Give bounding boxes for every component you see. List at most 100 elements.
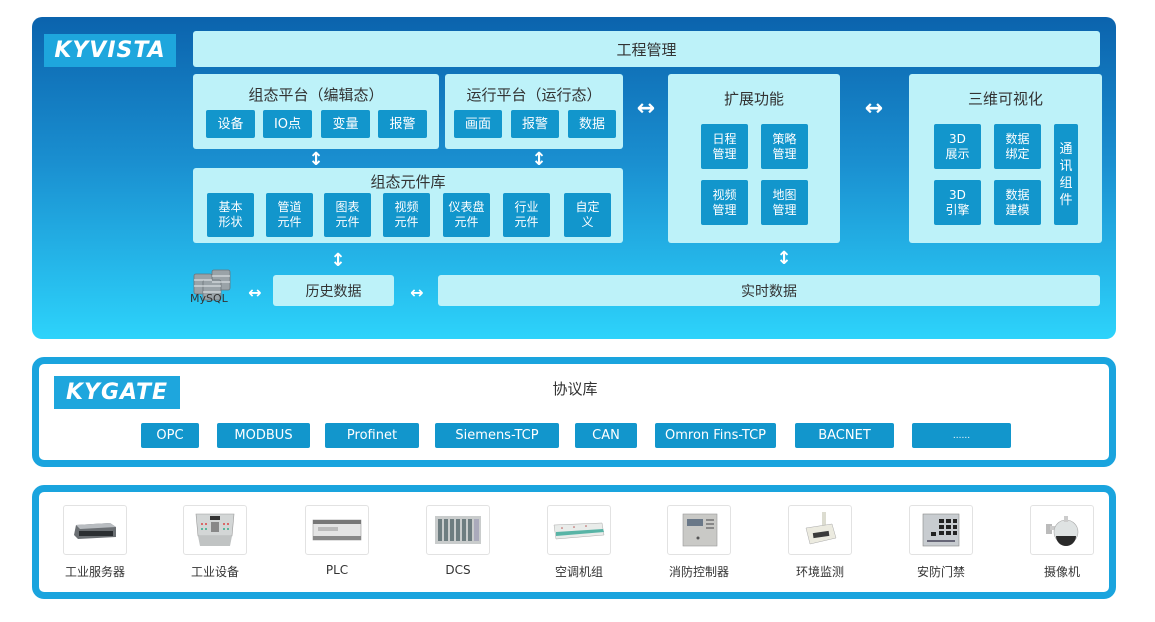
project-management-bar[interactable]: 工程管理	[193, 31, 1100, 67]
v-arrow-icon: ↕	[308, 148, 324, 170]
extension-video[interactable]: 视频管理	[701, 180, 748, 225]
device-label: 消防控制器	[668, 565, 729, 579]
chip-line2: 绑定	[1005, 146, 1030, 161]
device-fire-controller[interactable]: 消防控制器	[666, 505, 732, 579]
chip-char: 件	[1059, 192, 1073, 208]
database-icon	[193, 269, 231, 301]
config-item-device[interactable]: 设备	[206, 110, 255, 138]
fire-controller-icon	[667, 505, 731, 555]
runtime-item-alarm[interactable]: 报警	[511, 110, 559, 138]
chip-line2: 元件	[277, 215, 302, 229]
device-label: 空调机组	[554, 565, 603, 579]
config-item-alarm[interactable]: 报警	[378, 110, 427, 138]
config-item-io-point[interactable]: IO点	[263, 110, 312, 138]
kygate-panel	[32, 357, 1116, 467]
device-camera[interactable]: 摄像机	[1029, 505, 1095, 579]
component-industry[interactable]: 行业元件	[503, 193, 550, 237]
history-data-box[interactable]: 历史数据	[273, 275, 394, 306]
h-arrow-icon: ↔	[410, 282, 424, 302]
component-basic-shapes[interactable]: 基本形状	[207, 193, 254, 237]
realtime-data-label: 实时数据	[741, 283, 797, 300]
protocol-profinet[interactable]: Profinet	[325, 423, 419, 448]
visualization-3d-title: 三维可视化	[967, 90, 1043, 108]
data-modeling[interactable]: 数据建模	[994, 180, 1041, 225]
protocol-more[interactable]: ......	[912, 423, 1011, 448]
component-library-title: 组态元件库	[370, 173, 446, 191]
v-arrow-icon: ↕	[330, 249, 346, 271]
chip-line1: 3D	[949, 131, 966, 146]
dcs-icon	[426, 505, 490, 555]
device-label: 摄像机	[1043, 565, 1080, 579]
component-gauge[interactable]: 仪表盘元件	[443, 193, 490, 237]
runtime-item-screen[interactable]: 画面	[454, 110, 502, 138]
protocol-bacnet[interactable]: BACNET	[795, 423, 894, 448]
v-arrow-icon: ↕	[531, 148, 547, 170]
extension-strategy[interactable]: 策略管理	[761, 124, 808, 169]
component-custom[interactable]: 自定义	[564, 193, 611, 237]
protocol-siemens-tcp[interactable]: Siemens-TCP	[435, 423, 559, 448]
project-management-label: 工程管理	[616, 40, 677, 59]
chip-line2: 元件	[394, 215, 419, 229]
device-label: 工业设备	[190, 565, 239, 579]
communication-component[interactable]: 通讯组件	[1054, 124, 1078, 225]
air-conditioner-icon	[547, 505, 611, 555]
component-pipe[interactable]: 管道元件	[266, 193, 313, 237]
component-chart[interactable]: 图表元件	[324, 193, 371, 237]
server-icon	[63, 505, 127, 555]
chip-line1: 行业	[514, 200, 539, 214]
chip-line1: 基本	[218, 200, 243, 214]
extensions-title: 扩展功能	[723, 90, 784, 108]
device-industrial-equipment[interactable]: 工业设备	[182, 505, 248, 579]
protocol-omron-fins-tcp[interactable]: Omron Fins-TCP	[655, 423, 776, 448]
device-industrial-server[interactable]: 工业服务器	[62, 505, 128, 579]
chip-line2: 元件	[335, 215, 360, 229]
chip-line1: 仪表盘	[448, 200, 485, 214]
chip-line2: 管理	[712, 146, 737, 161]
protocol-opc[interactable]: OPC	[141, 423, 199, 448]
config-platform-box: 组态平台（编辑态） 设备 IO点 变量 报警	[193, 74, 439, 149]
data-binding[interactable]: 数据绑定	[994, 124, 1041, 169]
chip-line2: 建模	[1005, 202, 1030, 217]
device-environment-monitor[interactable]: 环境监测	[787, 505, 853, 579]
chip-line1: 地图	[772, 187, 797, 202]
chip-line1: 数据	[1005, 131, 1030, 146]
device-label: PLC	[325, 563, 349, 577]
h-arrow-icon: ↔	[248, 282, 262, 302]
chip-line2: 义	[581, 215, 594, 229]
chip-line1: 管道	[277, 200, 302, 214]
chip-line1: 策略	[772, 131, 797, 146]
kyvista-logo: KYVISTA	[44, 34, 176, 67]
device-air-conditioner[interactable]: 空调机组	[546, 505, 612, 579]
chip-line2: 展示	[945, 146, 970, 161]
config-item-variable[interactable]: 变量	[321, 110, 370, 138]
runtime-item-data[interactable]: 数据	[568, 110, 616, 138]
protocol-modbus[interactable]: MODBUS	[217, 423, 310, 448]
protocol-library-title: 协议库	[552, 380, 598, 398]
plc-icon	[305, 505, 369, 555]
device-plc[interactable]: PLC	[304, 505, 370, 577]
component-video[interactable]: 视频元件	[383, 193, 430, 237]
chip-line2: 元件	[454, 215, 479, 229]
device-access-control[interactable]: 安防门禁	[908, 505, 974, 579]
extension-schedule[interactable]: 日程管理	[701, 124, 748, 169]
protocol-can[interactable]: CAN	[575, 423, 637, 448]
chip-line1: 3D	[949, 187, 966, 202]
chip-line2: 形状	[218, 215, 243, 229]
device-label: DCS	[445, 563, 471, 577]
chip-line1: 视频	[394, 200, 419, 214]
config-platform-title: 组态平台（编辑态）	[248, 86, 384, 104]
device-dcs[interactable]: DCS	[425, 505, 491, 577]
realtime-data-box[interactable]: 实时数据	[438, 275, 1100, 306]
runtime-platform-box: 运行平台（运行态） 画面 报警 数据	[445, 74, 623, 149]
chip-line2: 引擎	[945, 202, 970, 217]
h-arrow-icon: ↔	[864, 95, 884, 121]
chip-line1: 日程	[712, 131, 737, 146]
device-label: 安防门禁	[916, 565, 965, 579]
chip-line1: 数据	[1005, 187, 1030, 202]
device-label: 工业服务器	[64, 565, 125, 579]
extensions-box: 扩展功能 日程管理 策略管理 视频管理 地图管理	[668, 74, 840, 243]
extension-map[interactable]: 地图管理	[761, 180, 808, 225]
